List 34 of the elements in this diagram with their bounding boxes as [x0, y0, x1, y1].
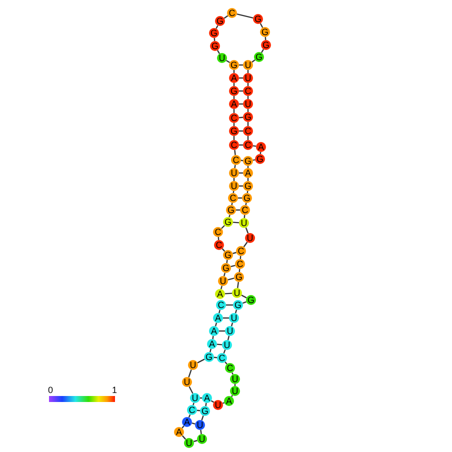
backbone-line	[252, 145, 256, 147]
scale-tick-label: 0	[48, 386, 54, 395]
backbone-line	[228, 214, 230, 218]
backbone-line	[182, 435, 186, 440]
base-pair-line	[232, 222, 240, 224]
backbone-line	[205, 402, 207, 406]
backbone-line	[210, 348, 212, 352]
backbone-line	[218, 310, 220, 314]
base-pair-line	[232, 252, 236, 254]
backbone-line	[260, 23, 264, 28]
scale-tick-label: 1	[112, 386, 118, 395]
backbone-line	[216, 25, 218, 29]
backbone-line	[245, 227, 249, 234]
backbone-line	[194, 440, 198, 442]
backbone-line	[197, 358, 205, 364]
backbone-line	[237, 282, 239, 288]
base-pair-line	[228, 278, 234, 280]
backbone-line	[236, 14, 254, 18]
backbone-line	[220, 286, 222, 290]
backbone-line	[243, 242, 248, 248]
backbone-line	[192, 402, 194, 406]
base-pair-line	[230, 264, 236, 268]
backbone-line	[241, 294, 247, 298]
backbone-line	[200, 430, 202, 434]
backbone-line	[212, 336, 214, 340]
backbone-line	[188, 386, 194, 394]
backbone-line	[227, 336, 230, 340]
base-pair-line	[224, 292, 232, 294]
backbone-line	[224, 272, 226, 276]
base-pair-line	[192, 422, 196, 424]
backbone-line	[226, 260, 228, 264]
backbone-line	[234, 150, 236, 156]
backbone-line	[234, 164, 236, 168]
base-pair-line	[216, 344, 222, 346]
